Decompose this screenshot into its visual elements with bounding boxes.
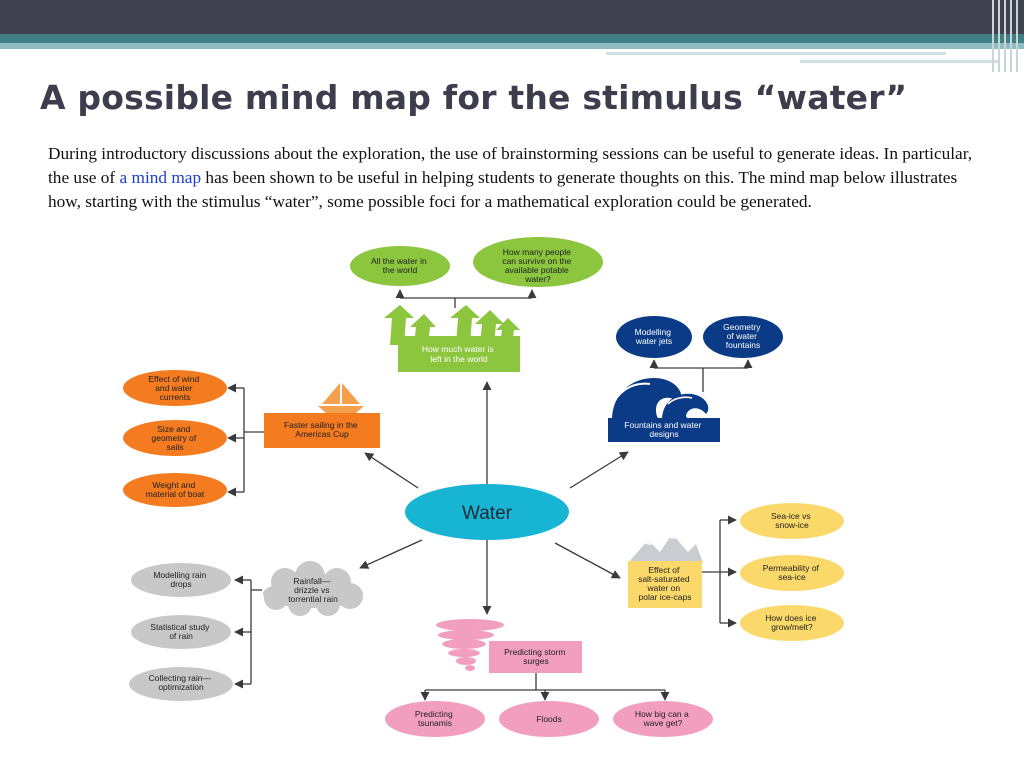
- mind-map-link[interactable]: a mind map: [119, 167, 202, 187]
- topic-box-storm-surges: [489, 641, 582, 673]
- idea-bubble-floods: [499, 701, 599, 737]
- center-node: [405, 484, 569, 540]
- sailboat-icon: [318, 383, 364, 413]
- idea-label: Floods: [536, 714, 562, 724]
- topic-box-ice-caps: [628, 561, 702, 608]
- tornado-icon: [436, 619, 504, 671]
- idea-bubble-wind-currents: [123, 370, 227, 406]
- connectors: [227, 289, 753, 701]
- idea-bubble-sails: [123, 420, 227, 456]
- idea-label: How many people can survive on the avail…: [502, 247, 573, 284]
- idea-bubble-fountain-geometry: [703, 316, 783, 358]
- idea-label: Collecting rain— optimization: [149, 673, 214, 692]
- center-label: Water: [462, 503, 513, 524]
- header-band: [0, 0, 1024, 34]
- topic-box-fountains: [608, 418, 720, 442]
- idea-bubble-sea-ice: [740, 503, 844, 539]
- idea-bubble-rain-drops: [131, 563, 231, 597]
- topic-label: How much water is left in the world: [422, 344, 496, 364]
- topic-label: Fountains and water designs: [624, 420, 703, 439]
- header-stripe-light: [0, 43, 1024, 49]
- idea-label: All the water in the world: [371, 256, 429, 275]
- idea-bubble-modelling-jets: [616, 316, 692, 358]
- topic-box-sailing: [264, 413, 380, 448]
- idea-bubble-how-many-people: [473, 237, 603, 287]
- slide-title: A possible mind map for the stimulus “wa…: [40, 78, 908, 117]
- header-vertical-lines: [992, 0, 1018, 72]
- idea-label: How big can a wave get?: [635, 709, 691, 728]
- idea-label: Geometry of water fountains: [723, 322, 763, 350]
- wave-icon: [612, 378, 709, 420]
- idea-label: Statistical study of rain: [150, 622, 211, 641]
- topic-box-water-left: [398, 336, 520, 372]
- topic-label: Rainfall— drizzle vs torrential rain: [288, 576, 338, 604]
- topic-label: Effect of salt-saturated water on polar …: [638, 565, 692, 602]
- intro-text: has been shown to be useful in helping s…: [48, 167, 958, 211]
- mountain-icon: [628, 534, 703, 563]
- idea-label: Size and geometry of sails: [151, 424, 198, 452]
- idea-label: How does ice grow/melt?: [765, 613, 818, 632]
- intro-paragraph: During introductory discussions about th…: [48, 142, 983, 213]
- header-accent-line: [606, 52, 946, 55]
- topic-label: Faster sailing in the Americas Cup: [284, 420, 360, 439]
- idea-label: Modelling rain drops: [153, 570, 208, 589]
- idea-bubble-rain-collection: [129, 667, 233, 701]
- idea-bubble-tsunamis: [385, 701, 485, 737]
- idea-label: Sea-ice vs snow-ice: [771, 511, 813, 530]
- idea-bubble-boat-weight: [123, 473, 227, 507]
- rain-cloud: [263, 561, 363, 616]
- idea-bubble-all-water: [350, 246, 450, 286]
- idea-bubble-rain-statistics: [131, 615, 231, 649]
- idea-bubble-permeability: [740, 555, 844, 591]
- header-accent-line: [800, 60, 1000, 63]
- intro-text: During introductory discussions about th…: [48, 144, 973, 187]
- idea-label: Weight and material of boat: [146, 480, 205, 499]
- idea-label: Permeability of sea-ice: [763, 563, 822, 582]
- idea-bubble-wave-size: [613, 701, 713, 737]
- topic-label: Predicting storm surges: [504, 647, 568, 666]
- header-stripe: [0, 34, 1024, 43]
- idea-label: Effect of wind and water currents: [148, 374, 201, 402]
- idea-label: Predicting tsunamis: [415, 709, 455, 728]
- idea-bubble-ice-growth: [740, 605, 844, 641]
- idea-label: Modelling water jets: [635, 327, 674, 346]
